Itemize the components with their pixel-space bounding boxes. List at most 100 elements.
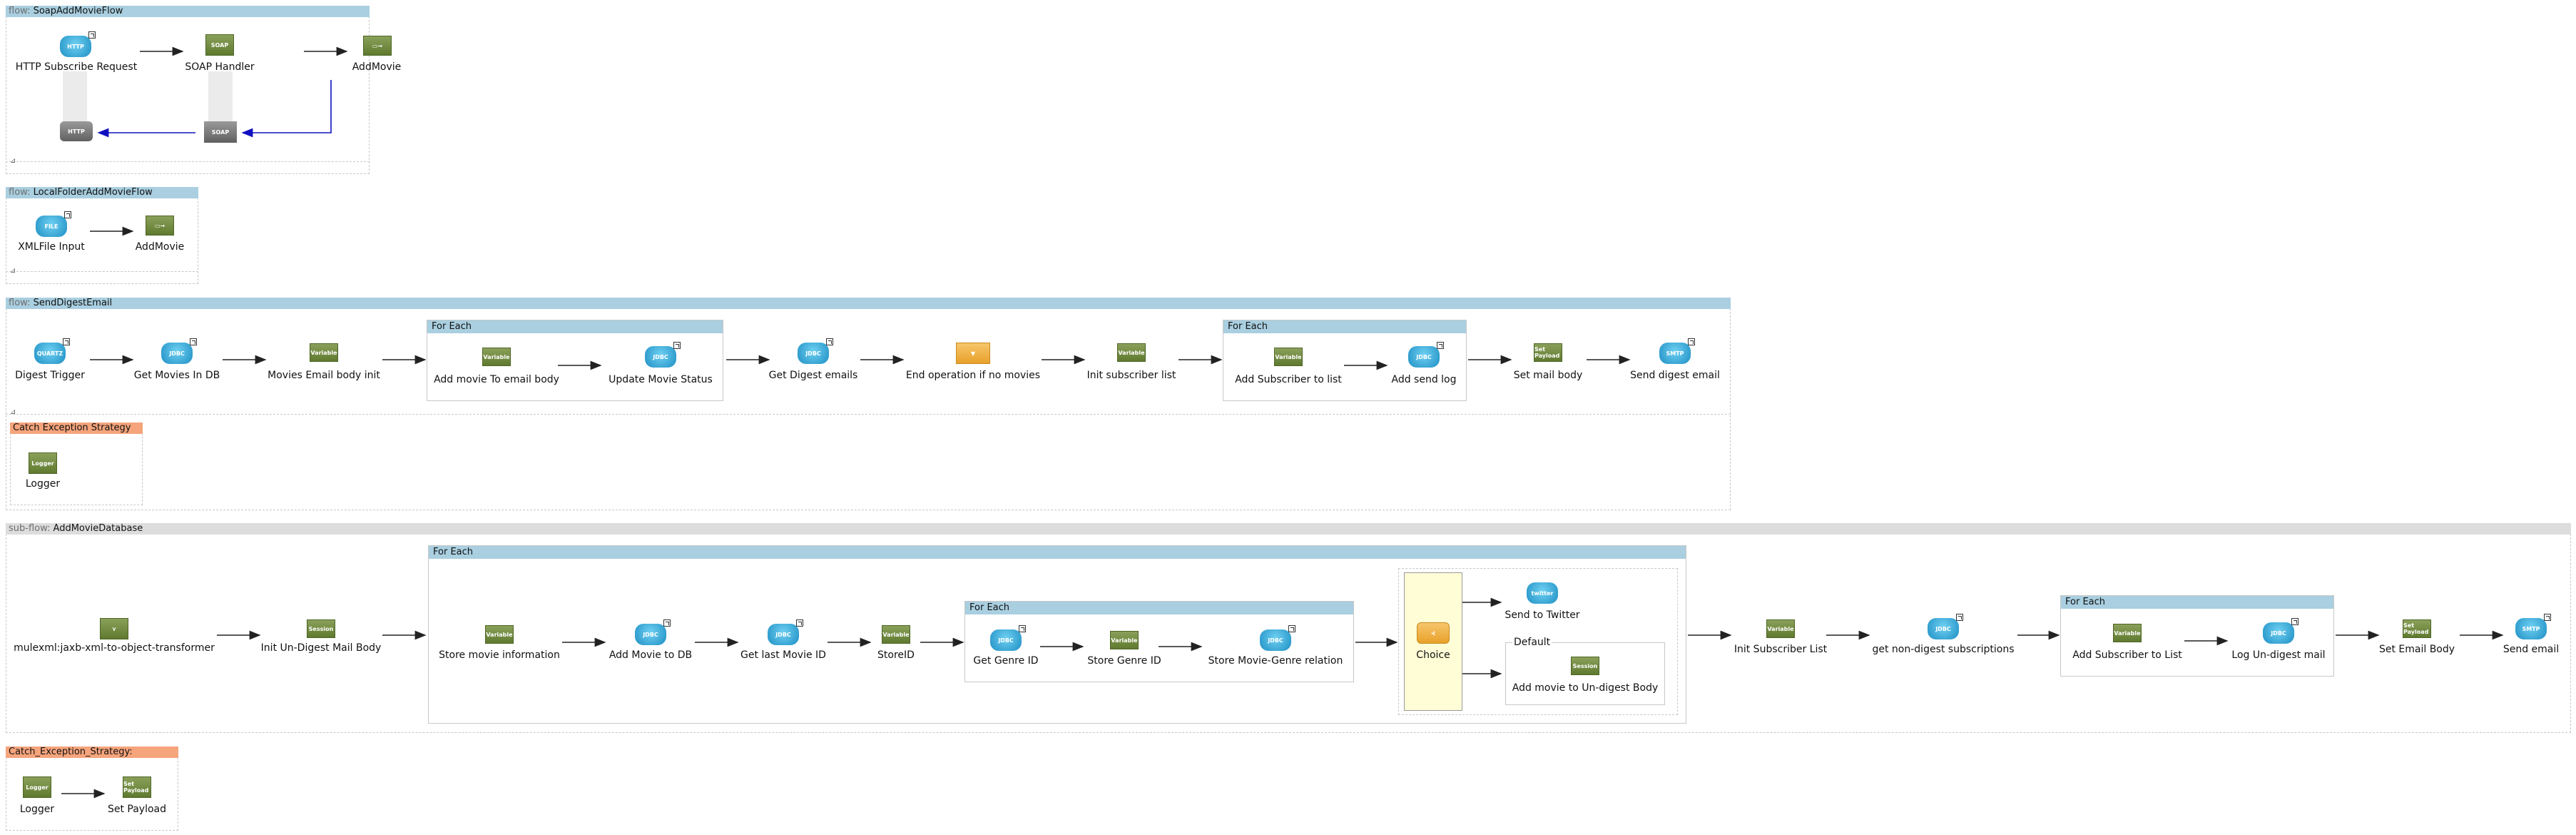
flow-reference-icon[interactable]: ▭→ [363,36,392,56]
node-label: Set Email Body [2378,644,2455,655]
link-icon [2291,618,2298,625]
session-icon[interactable]: Session [1571,657,1599,675]
node-label: Add send log [1391,374,1457,385]
set-payload-icon[interactable]: Set Payload [123,776,151,798]
node-label: Choice [1416,649,1450,661]
catch-header: Catch_Exception_Strategy: [6,747,178,758]
variable-icon[interactable]: Variable [482,348,511,366]
foreach-header: For Each [1223,320,1466,333]
set-payload-icon[interactable]: Set Payload [2403,619,2431,638]
flow-title: AddMovieDatabase [53,523,143,534]
node-label: HTTP Subscribe Request [15,61,138,73]
http-endpoint-icon[interactable]: HTTP [60,31,96,57]
jdbc-icon[interactable]: JDBC [768,619,803,645]
node-label: Update Movie Status [609,374,713,385]
node-label: Log Un-digest mail [2231,649,2326,661]
variable-icon[interactable]: Variable [1766,619,1795,638]
node-label: Init Subscriber List [1734,644,1828,655]
divider [6,414,1731,415]
link-icon [826,338,833,345]
node-label: Add movie To email body [434,374,559,385]
variable-icon[interactable]: Variable [485,625,514,644]
node-label: Add Subscriber to List [2072,649,2182,661]
foreach-header: For Each [429,546,1686,559]
node-label: Store movie information [439,649,560,661]
jdbc-icon[interactable]: JDBC [635,619,671,645]
flow-title: SendDigestEmail [33,298,113,308]
link-icon [1956,614,1963,621]
return-connector [241,80,332,138]
node-label: End operation if no movies [905,370,1041,381]
http-response-icon[interactable]: HTTP [60,121,93,141]
link-icon [88,31,96,39]
session-icon[interactable]: Session [307,619,335,638]
node-label: get non-digest subscriptions [1872,644,2015,655]
choice-router [1398,568,1678,715]
jdbc-icon[interactable]: JDBC [2263,618,2298,644]
flow-header: flow: SoapAddMovieFlow [6,6,370,17]
link-icon [1437,342,1444,349]
divider [6,161,370,162]
variable-icon[interactable]: Variable [1117,343,1146,362]
node-label: StoreID [877,649,915,661]
file-endpoint-icon[interactable]: FILE [36,211,71,237]
transformer-icon[interactable]: ⋎ [100,618,128,639]
filter-icon[interactable]: ▼ [956,343,990,364]
default-route [1505,642,1665,705]
variable-icon[interactable]: Variable [882,625,910,644]
node-label: Init Un-Digest Mail Body [260,642,382,654]
variable-icon[interactable]: Variable [1274,348,1303,366]
variable-icon[interactable]: Variable [2113,624,2142,642]
link-icon [2544,614,2551,621]
foreach-header: For Each [965,602,1353,614]
node-label: XMLFile Input [18,241,85,253]
jdbc-icon[interactable]: JDBC [161,338,197,364]
choice-icon[interactable]: ⊰ [1417,622,1450,644]
node-label: Init subscriber list [1086,370,1176,381]
quartz-icon[interactable]: QUARTZ [34,338,70,364]
link-icon [64,211,71,218]
flow-header: flow: SendDigestEmail [6,298,1731,309]
node-label: Get Genre ID [973,655,1039,667]
flow-reference-icon[interactable]: ▭→ [146,216,174,236]
node-label: AddMovie [135,241,185,253]
link-icon [663,619,671,627]
set-payload-icon[interactable]: Set Payload [1534,343,1562,362]
jdbc-icon[interactable]: JDBC [1408,342,1444,368]
exception-ref-icon: ⊿ [10,157,16,165]
jdbc-icon[interactable]: JDBC [1260,625,1295,651]
node-label: Add movie to Un-digest Body [1512,682,1659,694]
link-icon [190,338,197,345]
node-label: Add Movie to DB [609,649,693,661]
soap-component-icon[interactable]: SOAP [205,34,234,56]
node-label: Send email [2503,644,2560,655]
node-label: Get Digest emails [768,370,858,381]
foreach-header: For Each [2061,596,2333,609]
node-label: Send to Twitter [1505,609,1580,621]
link-icon [796,619,803,627]
link-icon [1019,625,1026,632]
twitter-icon[interactable]: twitter [1527,582,1558,604]
jdbc-icon[interactable]: JDBC [798,338,833,364]
logger-icon[interactable]: Logger [23,776,51,798]
logger-icon[interactable]: Logger [29,452,57,474]
flow-title: LocalFolderAddMovieFlow [33,187,153,198]
jdbc-icon[interactable]: JDBC [990,625,1026,651]
variable-icon[interactable]: Variable [1110,631,1139,649]
node-label: Get Movies In DB [133,370,220,381]
soap-response-icon[interactable]: SOAP [204,121,237,143]
node-label: Add Subscriber to list [1235,374,1342,385]
jdbc-icon[interactable]: JDBC [645,342,681,368]
smtp-icon[interactable]: SMTP [1659,338,1695,364]
smtp-icon[interactable]: SMTP [2515,614,2551,639]
flow-header: flow: LocalFolderAddMovieFlow [6,187,198,198]
link-icon [63,338,70,345]
link-icon [1688,338,1695,345]
default-label: Default [1512,637,1552,648]
node-label: Digest Trigger [15,370,85,381]
node-label: Store Genre ID [1087,655,1161,667]
jdbc-icon[interactable]: JDBC [1928,614,1963,639]
variable-icon[interactable]: Variable [310,343,338,362]
link-icon [673,342,681,349]
